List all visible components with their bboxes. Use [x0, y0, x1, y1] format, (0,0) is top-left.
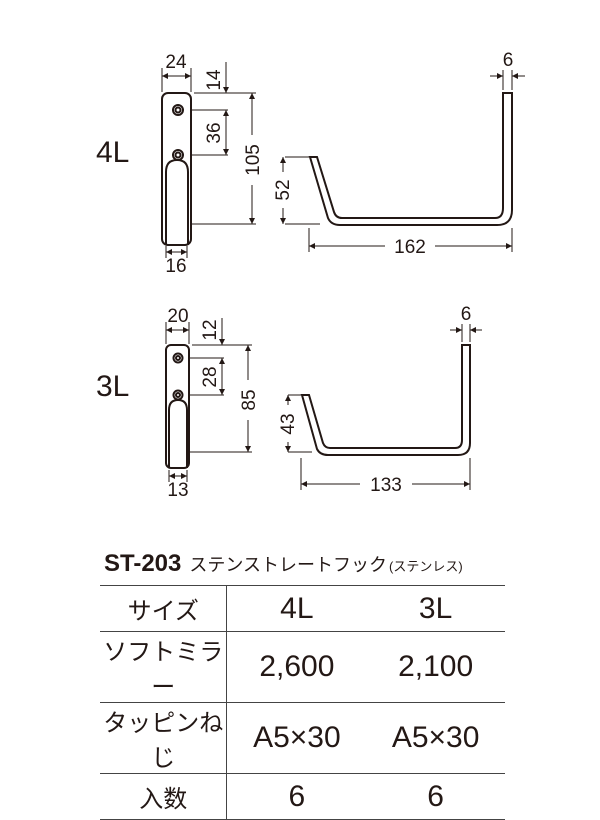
dim-wire-4l: 6: [503, 50, 514, 71]
product-code: ST-203: [104, 550, 182, 577]
row-label: サイズ: [100, 585, 228, 632]
product-name: ステンストレートフック: [189, 555, 388, 575]
row-label: 入数: [100, 773, 228, 820]
cell: 6: [226, 773, 367, 820]
dim-tip-height-4l: 52: [273, 179, 294, 200]
dim-plate-width-3l: 20: [167, 306, 188, 327]
dim-hook-width-4l: 16: [165, 256, 186, 277]
cell: 6: [366, 773, 505, 820]
cell: 2,100: [366, 631, 505, 703]
dim-top-offset-3l: 12: [200, 319, 221, 340]
plate-4l: [161, 92, 192, 246]
dim-hole-pitch-4l: 36: [204, 122, 225, 143]
dim-hole-pitch-3l: 28: [200, 366, 221, 387]
dim-plate-height-3l: 85: [239, 389, 260, 410]
dim-depth-4l: 162: [394, 237, 426, 258]
dim-top-offset-4l: 14: [204, 69, 225, 91]
dimension-drawings: 4L 24 14 36 105 16 52 162 6 3L 20 12 28 …: [96, 50, 525, 501]
row-label: ソフトミラー: [100, 631, 228, 703]
plate-3l: [165, 344, 190, 469]
dim-plate-height-4l: 105: [243, 144, 264, 176]
row-label: タッピンねじ: [100, 702, 228, 774]
cell: A5×30: [366, 702, 505, 774]
hook-3l: [300, 344, 471, 456]
product-material: (ステンレス): [389, 559, 463, 574]
dim-tip-height-3l: 43: [278, 413, 299, 434]
dim-depth-3l: 133: [370, 475, 402, 496]
cell: 2,600: [226, 631, 367, 703]
cell: A5×30: [226, 702, 367, 774]
dim-wire-3l: 6: [461, 304, 472, 325]
dim-plate-width-4l: 24: [165, 52, 187, 73]
cell: 3L: [366, 585, 505, 632]
cell: 4L: [226, 585, 367, 632]
hook-4l: [308, 92, 513, 226]
dim-hook-width-3l: 13: [167, 480, 188, 501]
product-title: ST-203 ステンストレートフック(ステンレス): [104, 550, 463, 578]
size-label-4l: 4L: [96, 136, 129, 169]
size-label-3l: 3L: [96, 370, 129, 403]
